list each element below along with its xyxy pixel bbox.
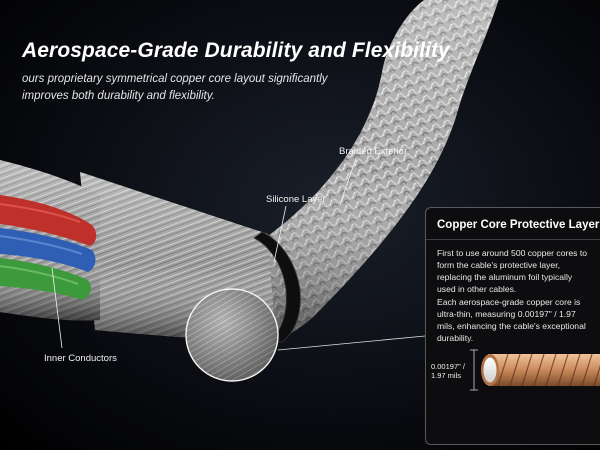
callout-paragraph-1: First to use around 500 copper cores to …	[437, 248, 587, 294]
inner-conductors-label: Inner Conductors	[44, 353, 117, 364]
dimension-line-1: 0.00197" /	[431, 362, 465, 371]
callout-paragraph-2: Each aerospace-grade copper core is ultr…	[437, 297, 586, 343]
callout-title: Copper Core Protective Layer	[437, 219, 600, 231]
dimension-line-2: 1.97 mils	[431, 371, 462, 380]
page-headline: Aerospace-Grade Durability and Flexibili…	[22, 39, 450, 62]
callout-card: Copper Core Protective Layer First to us…	[425, 207, 600, 445]
braided-exterior-label: Braided Exterior	[339, 146, 408, 157]
page-subheadline: ours proprietary symmetrical copper core…	[22, 73, 328, 102]
inner-conductors	[0, 195, 97, 300]
silicone-layer-label: Silicone Layer	[266, 194, 326, 205]
magnifier-lens	[185, 288, 279, 382]
copper-wire-illustration	[470, 349, 600, 391]
wire-dimension-label: 0.00197" / 1.97 mils	[431, 362, 471, 380]
callout-divider	[426, 239, 600, 240]
